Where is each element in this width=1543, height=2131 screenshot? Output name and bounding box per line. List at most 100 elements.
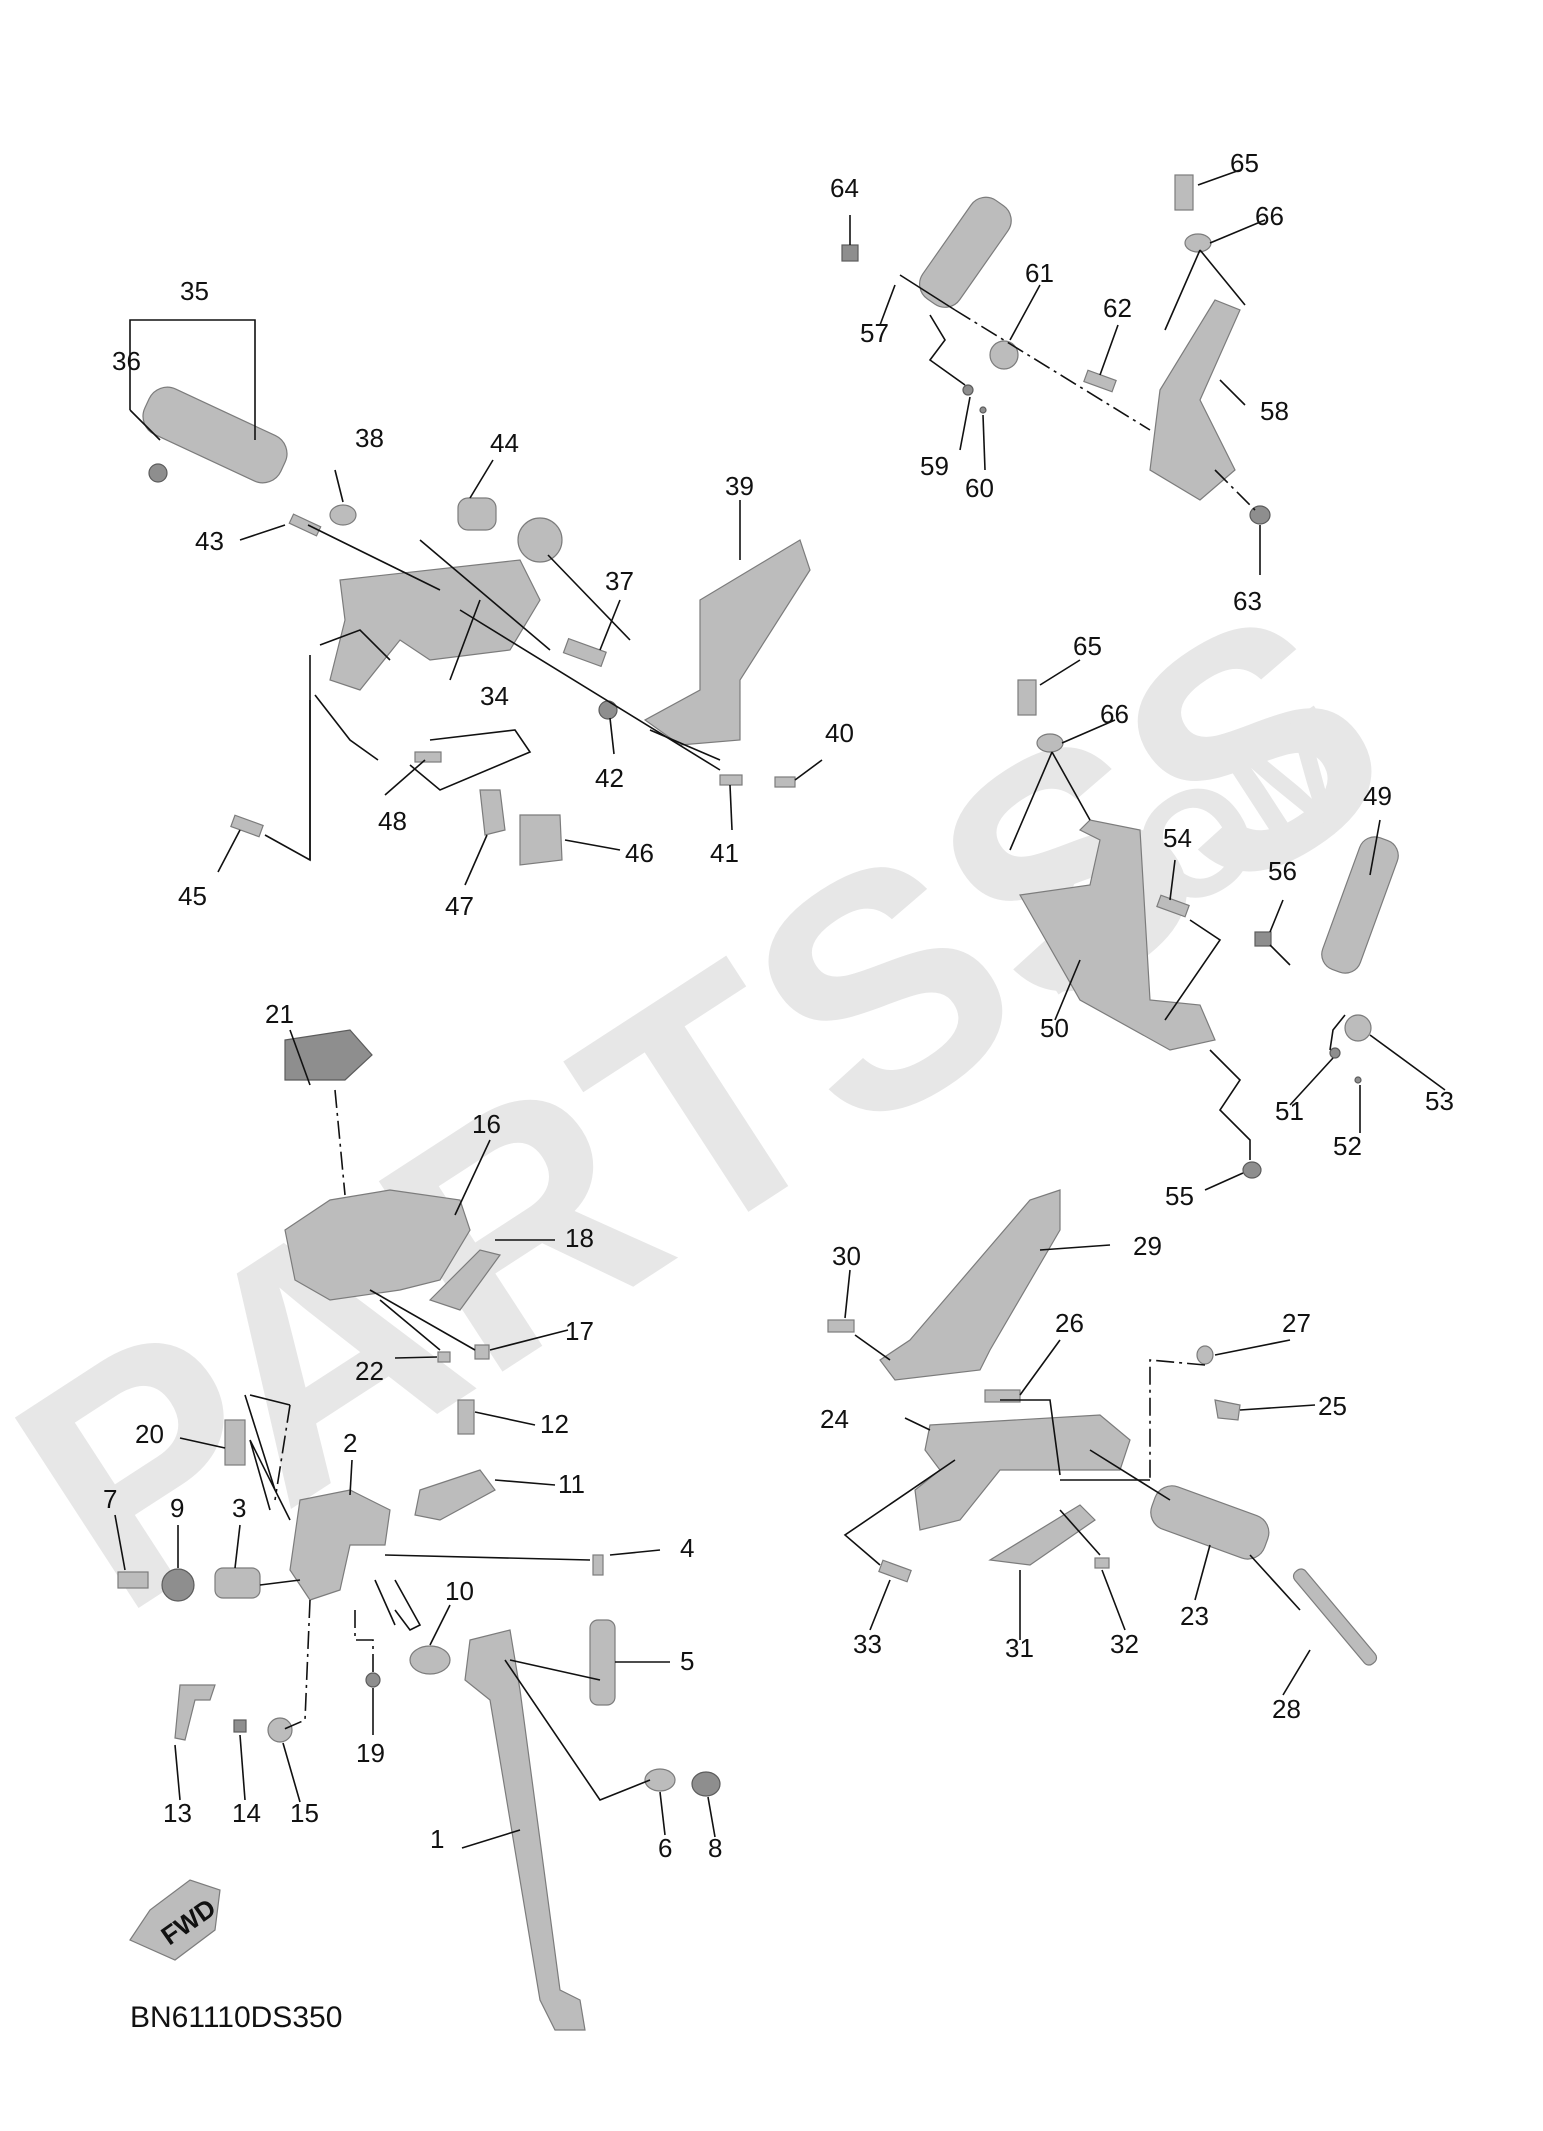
callout-8: 8 bbox=[708, 1833, 722, 1863]
callout-5: 5 bbox=[680, 1646, 694, 1676]
nut-36 bbox=[148, 463, 168, 483]
callout-31: 31 bbox=[1005, 1633, 1034, 1663]
callout-13: 13 bbox=[163, 1798, 192, 1828]
washer-38 bbox=[329, 504, 357, 526]
callout-43: 43 bbox=[195, 526, 224, 556]
spring-25 bbox=[1214, 1399, 1241, 1421]
callout-64: 64 bbox=[830, 173, 859, 203]
callout-37: 37 bbox=[605, 566, 634, 596]
callout-49: 49 bbox=[1363, 781, 1392, 811]
plate-31 bbox=[988, 1504, 1096, 1566]
bolt-20 bbox=[224, 1419, 246, 1466]
callout-4: 4 bbox=[680, 1533, 694, 1563]
bolt-45 bbox=[230, 814, 264, 838]
callout-62: 62 bbox=[1103, 293, 1132, 323]
spring-4 bbox=[592, 1554, 604, 1576]
callout-27: 27 bbox=[1282, 1308, 1311, 1338]
bolt-37 bbox=[562, 637, 607, 668]
spring-47 bbox=[479, 789, 506, 836]
callout-58: 58 bbox=[1260, 396, 1289, 426]
bolt-3 bbox=[214, 1567, 261, 1599]
stand-bracket-2 bbox=[289, 1489, 391, 1601]
plate-11 bbox=[414, 1469, 496, 1521]
washer-19 bbox=[365, 1672, 381, 1688]
callout-16: 16 bbox=[472, 1109, 501, 1139]
callout-15: 15 bbox=[290, 1798, 319, 1828]
bolt-26 bbox=[984, 1389, 1021, 1403]
screw-32 bbox=[1094, 1557, 1110, 1569]
callout-65a: 65 bbox=[1230, 148, 1259, 178]
bolt-30 bbox=[827, 1319, 855, 1333]
callout-9: 9 bbox=[170, 1493, 184, 1523]
callout-35: 35 bbox=[180, 276, 209, 306]
callout-60: 60 bbox=[965, 473, 994, 503]
callout-3: 3 bbox=[232, 1493, 246, 1523]
callout-61: 61 bbox=[1025, 258, 1054, 288]
parts: FWD bbox=[117, 174, 1399, 2031]
bolt-54 bbox=[1156, 894, 1190, 918]
callout-55: 55 bbox=[1165, 1181, 1194, 1211]
callout-66a: 66 bbox=[1255, 201, 1284, 231]
nut-14 bbox=[233, 1719, 247, 1733]
bolt-62 bbox=[1083, 369, 1117, 393]
nut-55 bbox=[1242, 1161, 1262, 1179]
callout-24: 24 bbox=[820, 1404, 849, 1434]
callout-46: 46 bbox=[625, 838, 654, 868]
fwd-arrow-icon: FWD bbox=[129, 1879, 221, 1961]
callout-17: 17 bbox=[565, 1316, 594, 1346]
passenger-peg-49 bbox=[1321, 836, 1399, 974]
bolt-48 bbox=[414, 751, 442, 763]
callout-29: 29 bbox=[1133, 1231, 1162, 1261]
callout-41: 41 bbox=[710, 838, 739, 868]
heel-guard-29 bbox=[879, 1189, 1061, 1381]
callout-21: 21 bbox=[265, 999, 294, 1029]
callout-48: 48 bbox=[378, 806, 407, 836]
ball-59 bbox=[962, 384, 974, 396]
side-stand-1 bbox=[464, 1629, 586, 2031]
bracket-34 bbox=[329, 559, 541, 691]
callout-23: 23 bbox=[1180, 1601, 1209, 1631]
spring-60 bbox=[979, 406, 987, 414]
spring-5 bbox=[589, 1619, 616, 1706]
callout-39: 39 bbox=[725, 471, 754, 501]
clip-17 bbox=[474, 1344, 490, 1360]
callout-36: 36 bbox=[112, 346, 141, 376]
diagram-code: BN61110DS350 bbox=[130, 2001, 342, 2034]
callout-66b: 66 bbox=[1100, 699, 1129, 729]
callout-12: 12 bbox=[540, 1409, 569, 1439]
callout-19: 19 bbox=[356, 1738, 385, 1768]
callout-63: 63 bbox=[1233, 586, 1262, 616]
callout-28: 28 bbox=[1272, 1694, 1301, 1724]
callout-44: 44 bbox=[490, 428, 519, 458]
callout-50: 50 bbox=[1040, 1013, 1069, 1043]
heel-guard-39 bbox=[643, 539, 811, 746]
callout-38: 38 bbox=[355, 423, 384, 453]
callout-40: 40 bbox=[825, 718, 854, 748]
callout-33: 33 bbox=[853, 1629, 882, 1659]
washer-10 bbox=[409, 1645, 451, 1675]
callout-56: 56 bbox=[1268, 856, 1297, 886]
callout-11: 11 bbox=[558, 1469, 585, 1499]
callout-45: 45 bbox=[178, 881, 207, 911]
bolt-43 bbox=[288, 513, 322, 537]
cover-16 bbox=[284, 1189, 471, 1301]
washer-66a bbox=[1184, 233, 1212, 253]
callout-53: 53 bbox=[1425, 1086, 1454, 1116]
bracket-24 bbox=[914, 1414, 1131, 1531]
callout-numbers: 1 2 3 4 5 6 7 8 9 10 11 12 13 14 15 16 1… bbox=[103, 148, 1454, 1863]
bolt-65b bbox=[1017, 679, 1037, 716]
washer-9 bbox=[161, 1568, 195, 1602]
screw-40 bbox=[774, 776, 796, 788]
bracket-13 bbox=[174, 1684, 216, 1741]
nut-64 bbox=[841, 244, 859, 262]
callout-1: 1 bbox=[430, 1824, 444, 1854]
callout-42: 42 bbox=[595, 763, 624, 793]
callout-22: 22 bbox=[355, 1356, 384, 1386]
nut-56 bbox=[1254, 931, 1272, 947]
callout-7: 7 bbox=[103, 1484, 117, 1514]
screw-41 bbox=[719, 774, 743, 786]
leader-lines bbox=[114, 169, 1446, 1849]
callout-26: 26 bbox=[1055, 1308, 1084, 1338]
passenger-bracket-50 bbox=[1019, 819, 1216, 1051]
